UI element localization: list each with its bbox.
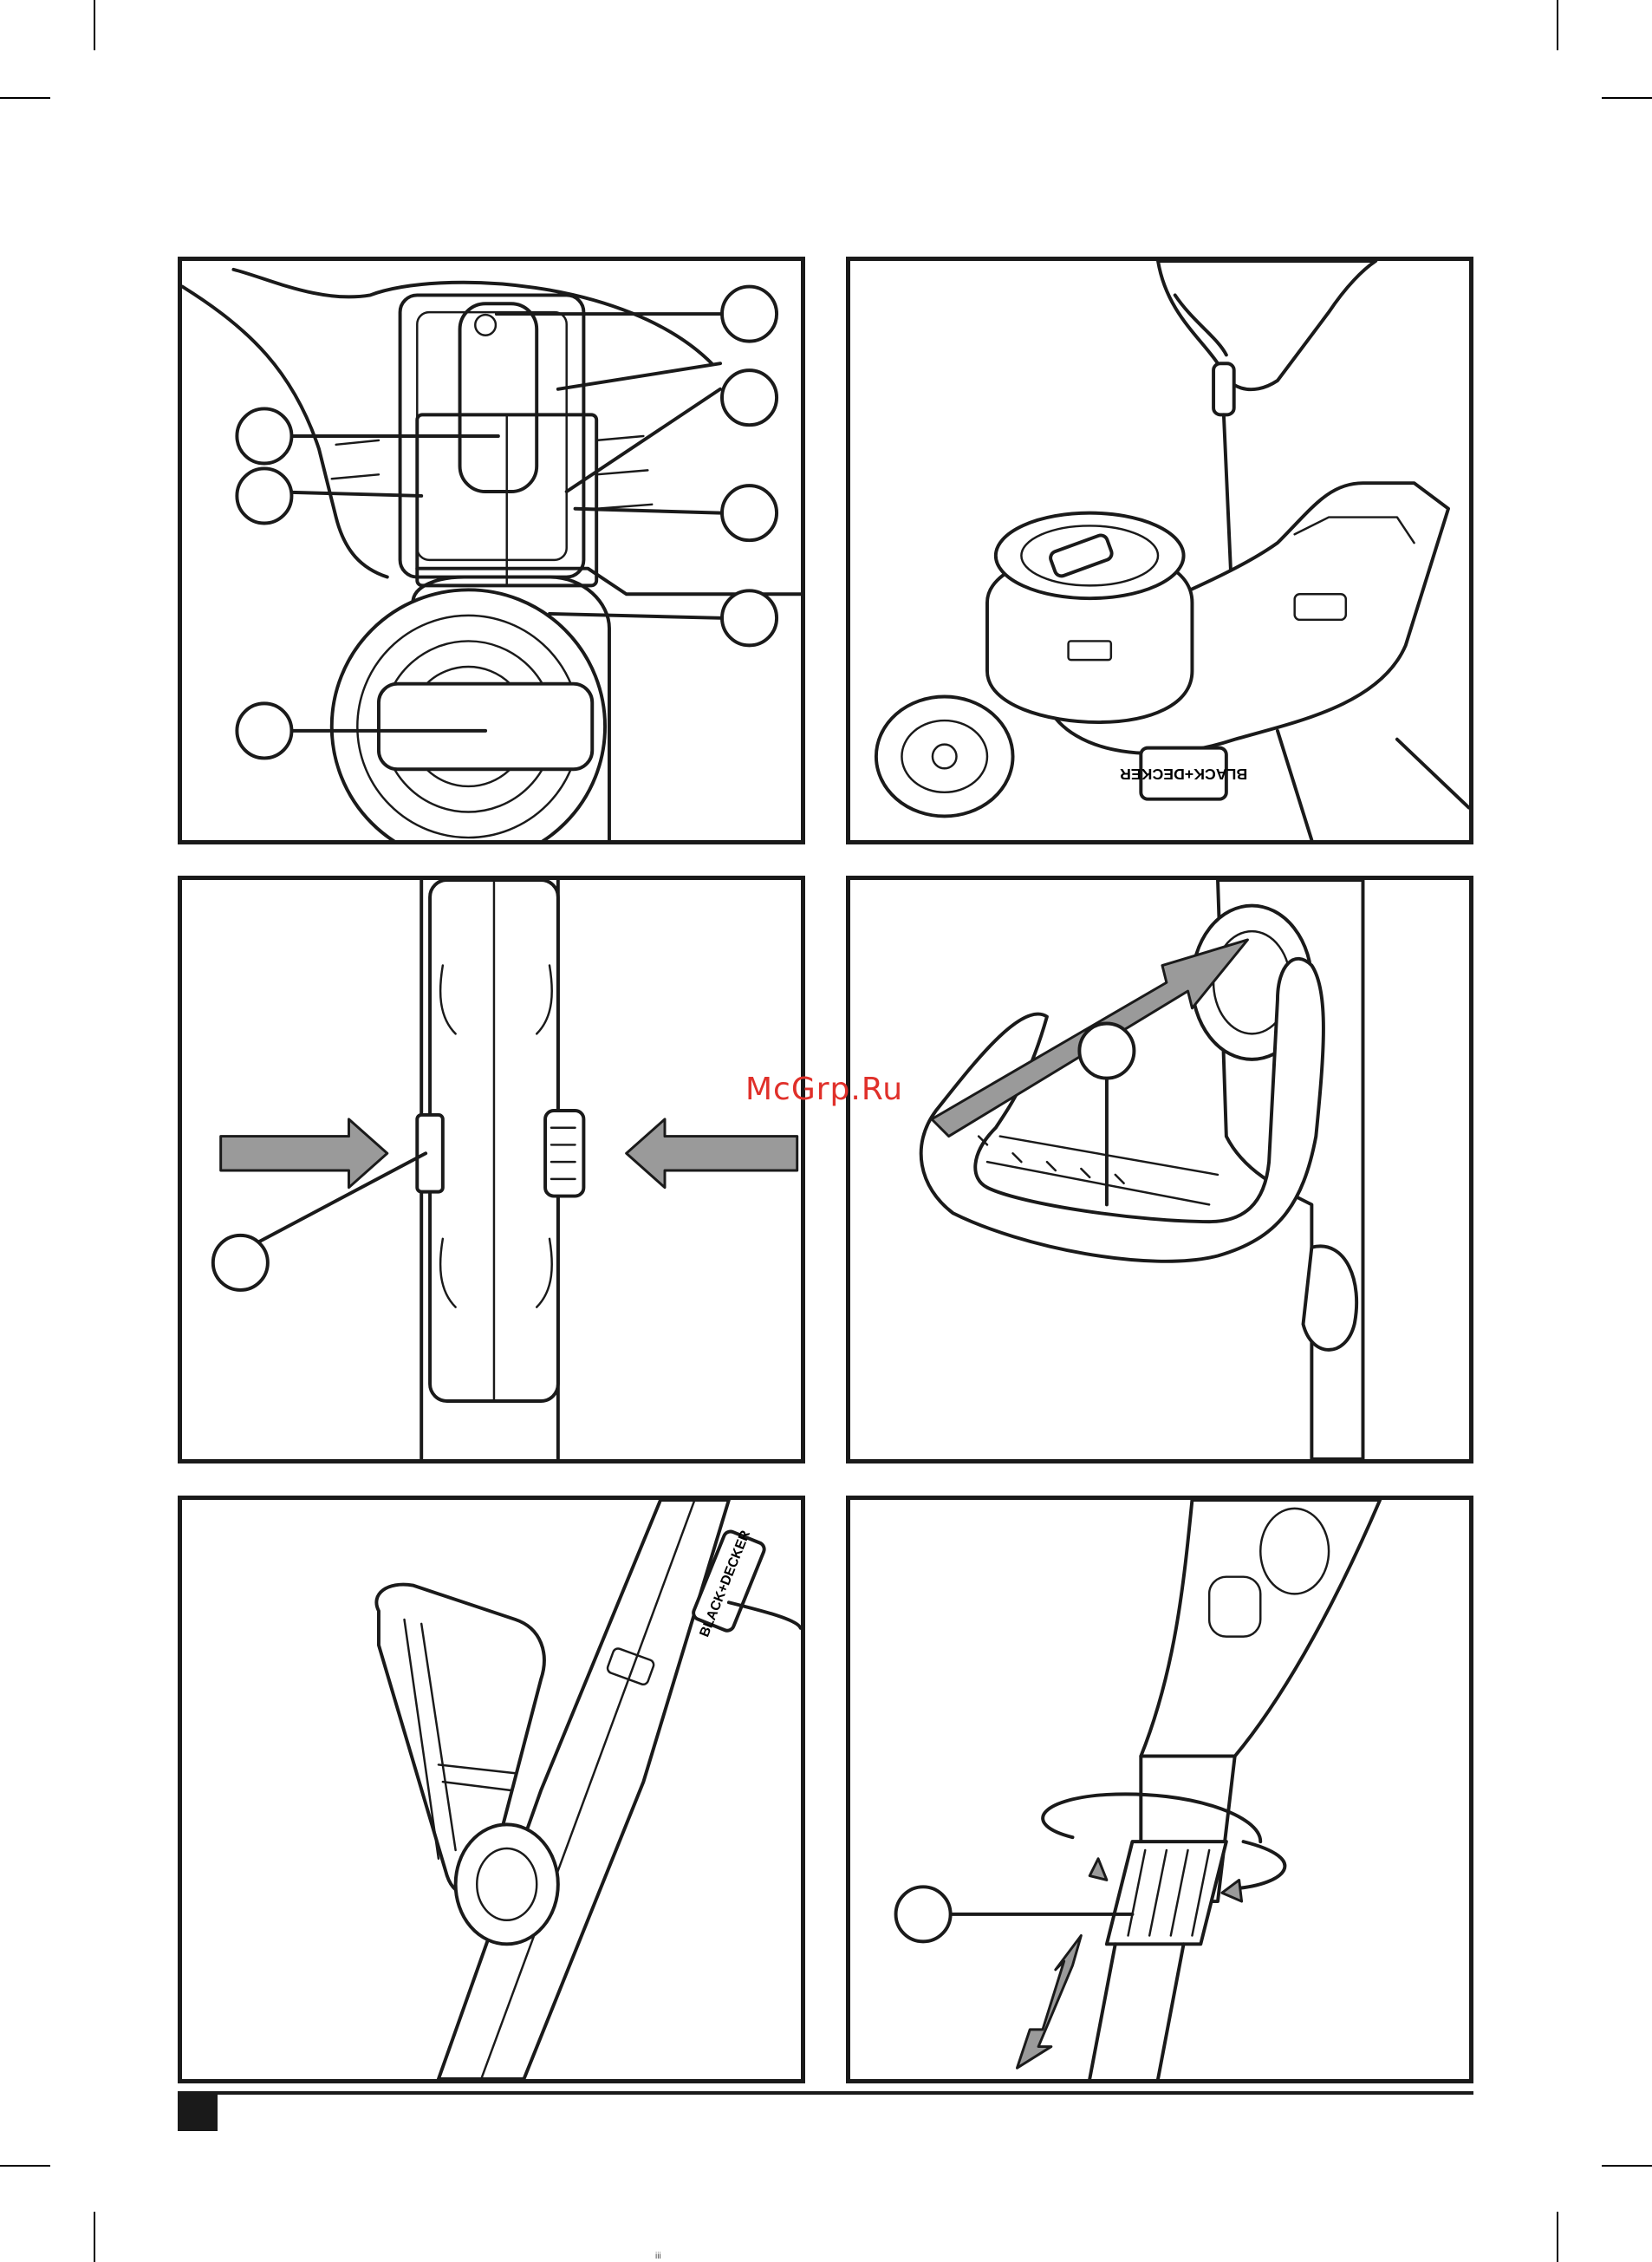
- rotate-arrow-right: [1222, 1880, 1242, 1901]
- crop-mark: [1602, 97, 1652, 99]
- figure-1-drawing: [182, 261, 801, 840]
- figure-panel-6: [846, 1496, 1473, 2083]
- figure-panel-4: [846, 876, 1473, 1463]
- figure-5-drawing: BLACK+DECKER: [182, 1500, 801, 2079]
- crop-mark: [94, 0, 95, 50]
- brand-label: BLACK+DECKER: [1120, 766, 1247, 783]
- crop-mark: [0, 2165, 50, 2167]
- crop-mark: [1557, 2212, 1558, 2262]
- press-arrow-right: [627, 1119, 797, 1188]
- page-tab: [178, 2093, 218, 2131]
- figure-panel-5: BLACK+DECKER: [178, 1496, 805, 2083]
- figure-panel-1: [178, 257, 805, 844]
- rotate-arrow-left: [1089, 1859, 1107, 1881]
- crop-mark: [1557, 0, 1558, 50]
- crop-mark: [0, 97, 50, 99]
- bottom-mark: iii: [655, 2252, 661, 2261]
- press-arrow-left: [221, 1119, 387, 1188]
- figure-3-drawing: [182, 880, 801, 1459]
- figure-6-drawing: [850, 1500, 1469, 2079]
- crop-mark: [1602, 2165, 1652, 2167]
- footer-rule: [178, 2091, 1473, 2095]
- telescope-arrow: [1017, 1935, 1081, 2068]
- figure-2-drawing: BLACK+DECKER: [850, 261, 1469, 840]
- figure-panel-2: BLACK+DECKER: [846, 257, 1473, 844]
- crop-mark: [94, 2212, 95, 2262]
- figure-panel-3: [178, 876, 805, 1463]
- figure-4-drawing: [850, 880, 1469, 1459]
- watermark: McGrp.Ru: [745, 1072, 903, 1107]
